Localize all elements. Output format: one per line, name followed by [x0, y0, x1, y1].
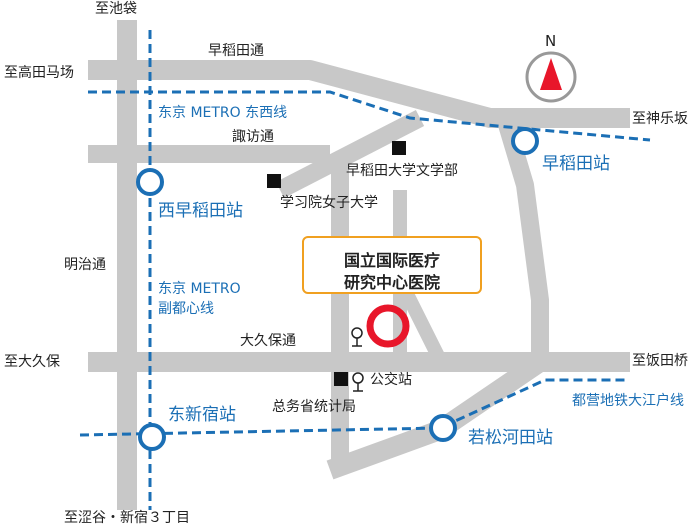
bus-stop-icon [351, 327, 363, 347]
station-wakamatsu-label: 若松河田站 [468, 428, 553, 448]
station-wakamatsu-marker [429, 414, 457, 442]
building-icon [267, 174, 281, 188]
bus-stop-icon [352, 372, 364, 392]
station-waseda-marker [511, 127, 539, 155]
direction-okubo: 至大久保 [4, 354, 60, 370]
line-fukutoshin-label-1: 东京 METRO [158, 281, 241, 297]
direction-iidabashi: 至饭田桥 [632, 353, 688, 369]
compass-icon [525, 51, 577, 103]
line-fukutoshin-label-2: 副都心线 [158, 301, 214, 317]
road-lower-diagonal [326, 353, 546, 480]
metro-tozai-line [88, 90, 651, 142]
station-waseda-label: 早稻田站 [542, 154, 610, 174]
direction-kagurazaka: 至神乐坂 [632, 111, 688, 127]
direction-ikebukuro: 至池袋 [95, 1, 137, 17]
landmark-gakushuin: 学习院女子大学 [280, 195, 378, 211]
landmark-waseda-univ: 早稻田大学文学部 [346, 163, 458, 179]
hospital-label-box: 国立国际医疗 研究中心医院 [302, 236, 482, 294]
road-waseda-dori [88, 60, 630, 128]
hospital-name-line2: 研究中心医院 [343, 273, 440, 292]
direction-shibuya-shinjuku: 至涩谷・新宿３丁目 [64, 510, 190, 526]
street-meiji-dori: 明治通 [64, 257, 106, 273]
hospital-location-marker [366, 304, 410, 348]
line-tozai-label: 东京 METRO 东西线 [158, 105, 288, 121]
station-nishi-waseda-label: 西早稻田站 [158, 201, 243, 221]
station-higashi-shinjuku-marker [138, 423, 166, 451]
building-icon [392, 141, 406, 155]
street-okubo-dori: 大久保通 [240, 333, 296, 349]
street-waseda-dori: 早稻田通 [208, 43, 264, 59]
road-right-curve [496, 115, 549, 360]
direction-takadanobaba: 至高田马场 [4, 65, 74, 81]
road-diagonal-upper [275, 109, 425, 199]
landmark-bus-stop: 公交站 [370, 372, 412, 388]
landmark-ministry: 总务省统计局 [272, 399, 356, 415]
line-oedo-label: 都营地铁大江户线 [572, 393, 684, 409]
hospital-name-line1: 国立国际医疗 [343, 251, 440, 270]
station-higashi-shinjuku-label: 东新宿站 [168, 405, 236, 425]
street-suwa-dori: 諏访通 [232, 129, 274, 145]
building-icon [334, 372, 348, 386]
station-nishi-waseda-marker [136, 168, 164, 196]
compass-north-label: N [545, 32, 557, 50]
